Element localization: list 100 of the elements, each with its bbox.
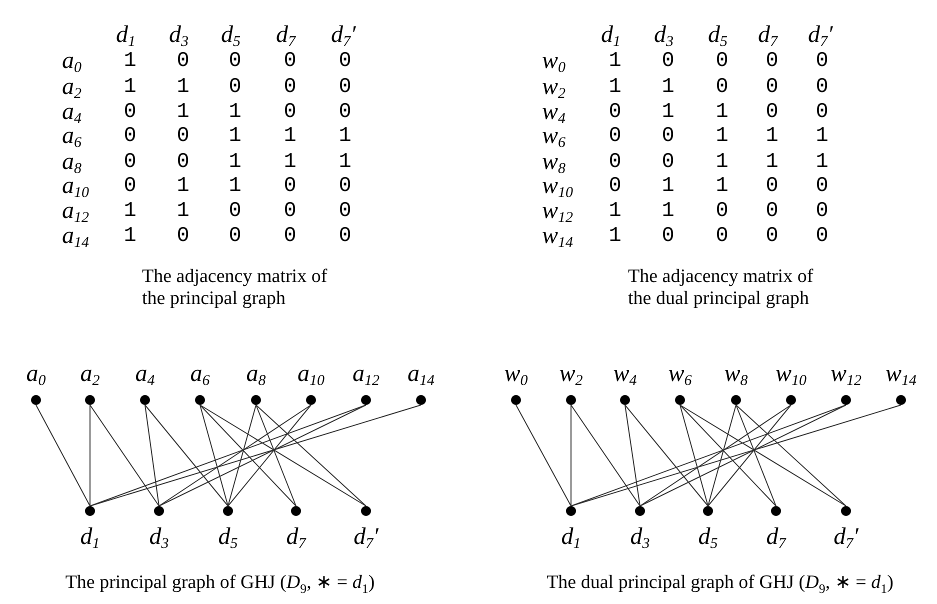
graph-edge <box>256 404 366 506</box>
column-header: d$_{5}$ <box>221 22 240 48</box>
matrix-entry: 0 <box>176 50 190 74</box>
matrix-entry: 0 <box>764 225 780 249</box>
graph-edge <box>200 404 228 506</box>
graph-edge <box>680 404 708 506</box>
matrix-entry: 0 <box>338 225 352 249</box>
graph-edge <box>228 404 256 506</box>
matrix-entry: 0 <box>338 175 352 199</box>
matrix-entry: 1 <box>660 76 676 100</box>
matrix-entry: 1 <box>608 50 622 74</box>
graph-edge <box>158 404 312 506</box>
matrix-entry: 0 <box>608 125 622 149</box>
vertex-label: a$_{8}$ <box>246 361 266 387</box>
matrix-entry: 1 <box>176 200 190 224</box>
matrix-entry: 0 <box>714 76 730 100</box>
matrix-entry: 1 <box>176 101 190 125</box>
matrix-entry: 0 <box>660 50 676 74</box>
matrix-entry: 0 <box>228 76 242 100</box>
matrix-entry: 0 <box>608 151 622 175</box>
matrix-entry: 0 <box>814 200 830 224</box>
column-header: d$_{7}$′ <box>331 22 356 48</box>
matrix-entry: 0 <box>282 50 298 74</box>
matrix-entry: 0 <box>282 225 298 249</box>
row-header: a$_{4}$ <box>62 99 82 125</box>
matrix-entry: 0 <box>176 151 190 175</box>
matrix-entry: 1 <box>228 175 242 199</box>
vertex-label: a$_{2}$ <box>80 361 100 387</box>
matrix-entry: 0 <box>228 200 242 224</box>
matrix-entry: 0 <box>814 76 830 100</box>
graph-edge <box>516 404 572 506</box>
matrix-entry: 1 <box>714 101 730 125</box>
matrix-entry: 0 <box>122 175 138 199</box>
graph-edge <box>144 404 228 506</box>
vertex-label: w$_{14}$ <box>885 361 916 387</box>
matrix-entry: 1 <box>228 151 242 175</box>
graph-edge <box>144 404 160 506</box>
graph-edge <box>200 404 296 506</box>
row-header: w$_{0}$ <box>542 48 566 74</box>
matrix-entry: 0 <box>282 200 298 224</box>
graph-edge <box>158 404 366 506</box>
matrix-entry: 0 <box>660 151 676 175</box>
graph-edge <box>36 404 90 506</box>
matrix-entry: 0 <box>282 76 298 100</box>
vertex-label: d$_{1}$ <box>561 524 581 550</box>
vertex-label: d$_{7}$′ <box>834 524 858 550</box>
matrix-entry: 0 <box>764 101 780 125</box>
matrix-entry: 0 <box>608 175 622 199</box>
caption: The adjacency matrix of the principal graph <box>142 266 328 310</box>
matrix-entry: 0 <box>122 125 138 149</box>
row-header: a$_{0}$ <box>62 48 82 74</box>
matrix-entry: 0 <box>338 101 352 125</box>
matrix-entry: 0 <box>814 225 830 249</box>
row-header: w$_{10}$ <box>542 173 574 199</box>
graph-edge <box>90 404 422 506</box>
row-header: a$_{10}$ <box>62 173 89 199</box>
vertex-label: d$_{3}$ <box>630 524 650 550</box>
matrix-entry: 0 <box>282 175 298 199</box>
graph-edge <box>708 404 792 506</box>
graph-edge <box>200 404 366 506</box>
matrix-entry: 0 <box>338 50 352 74</box>
matrix-entry: 1 <box>282 151 298 175</box>
vertex-label: a$_{4}$ <box>135 361 155 387</box>
column-header: d$_{1}$ <box>116 22 136 48</box>
row-header: w$_{4}$ <box>542 99 566 125</box>
graph-edge <box>228 404 312 506</box>
row-header: a$_{2}$ <box>62 74 82 100</box>
caption: The dual principal graph of GHJ (D$_{9}$, ∗ = d$_{1}$) <box>546 572 894 594</box>
vertex-label: a$_{6}$ <box>190 361 210 387</box>
graph-edge <box>570 404 846 506</box>
row-header: a$_{8}$ <box>62 149 82 175</box>
matrix-entry: 1 <box>660 175 676 199</box>
column-header: d$_{3}$ <box>169 22 188 48</box>
matrix-entry: 0 <box>338 200 352 224</box>
graph-edge <box>570 404 902 506</box>
vertex-label: w$_{10}$ <box>775 361 806 387</box>
graph-edge <box>736 404 776 506</box>
matrix-entry: 0 <box>176 225 190 249</box>
matrix-entry: 0 <box>608 101 622 125</box>
matrix-entry: 1 <box>764 125 780 149</box>
row-header: a$_{12}$ <box>62 198 89 224</box>
graph-edge <box>680 404 776 506</box>
matrix-entry: 1 <box>814 151 830 175</box>
matrix-entry: 0 <box>338 76 352 100</box>
matrix-entry: 0 <box>764 200 780 224</box>
matrix-entry: 1 <box>176 175 190 199</box>
matrix-entry: 1 <box>122 225 138 249</box>
row-header: w$_{6}$ <box>542 123 566 149</box>
matrix-entry: 1 <box>338 151 352 175</box>
matrix-entry: 1 <box>122 76 138 100</box>
matrix-entry: 0 <box>714 200 730 224</box>
graph-edge <box>90 404 366 506</box>
matrix-entry: 0 <box>176 125 190 149</box>
vertex-label: d$_{5}$ <box>698 524 718 550</box>
matrix-entry: 0 <box>814 50 830 74</box>
matrix-entry: 0 <box>814 101 830 125</box>
matrix-entry: 1 <box>176 76 190 100</box>
matrix-entry: 0 <box>660 125 676 149</box>
row-header: w$_{14}$ <box>542 223 574 249</box>
vertex-label: a$_{14}$ <box>408 361 434 387</box>
